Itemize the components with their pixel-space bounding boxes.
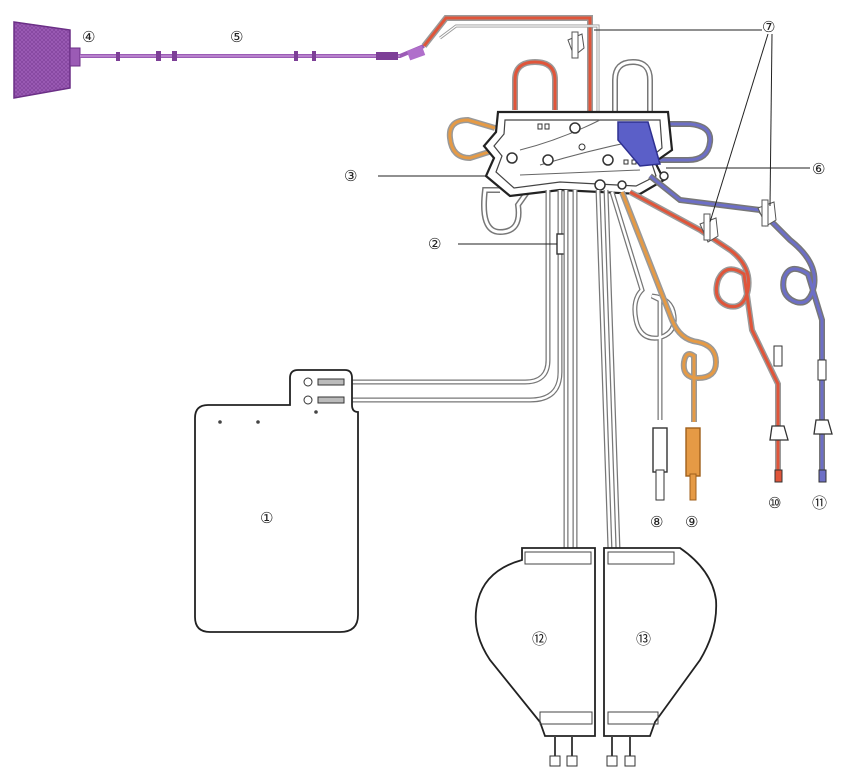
label-8: ⑧ <box>650 513 663 531</box>
white-loop-left <box>481 186 533 236</box>
label-9: ⑨ <box>685 513 698 531</box>
label-13: ⑬ <box>636 630 651 648</box>
red-loop-top <box>512 58 558 110</box>
leader-lines <box>378 29 810 245</box>
label-7: ⑦ <box>762 18 775 36</box>
clamp-top <box>567 31 585 59</box>
blue-line-11 <box>648 173 833 483</box>
red-line-10 <box>628 189 789 483</box>
bag-13 <box>603 547 718 767</box>
label-5: ⑤ <box>230 28 243 46</box>
lines-to-bag-13 <box>595 189 621 551</box>
label-1: ① <box>260 509 273 527</box>
blue-loop-right <box>650 121 714 163</box>
label-4: ④ <box>82 28 95 46</box>
bag-12 <box>474 547 596 767</box>
labels: ④ ⑤ ⑦ ⑥ ③ ② ① ⑧ ⑨ ⑩ ⑪ ⑫ ⑬ <box>82 18 827 648</box>
orange-line-9 <box>619 190 720 501</box>
label-3: ③ <box>344 167 357 185</box>
bag-1 <box>194 369 359 633</box>
purple-tubing-5 <box>80 44 426 61</box>
orange-loop-left <box>446 116 496 162</box>
clamp-red <box>699 213 719 243</box>
lines-to-bag-1 <box>350 190 563 403</box>
label-12: ⑫ <box>532 630 547 648</box>
label-10: ⑩ <box>768 494 781 512</box>
label-6: ⑥ <box>812 160 825 178</box>
lines-to-bag-12 <box>563 190 578 550</box>
collection-bowl-4 <box>13 21 81 99</box>
white-loop-top <box>612 58 653 112</box>
clamp-blue <box>757 199 777 227</box>
label-2: ② <box>428 235 441 253</box>
cassette-block-6 <box>617 121 661 167</box>
label-11: ⑪ <box>812 494 827 512</box>
upper-red-line <box>421 15 600 120</box>
